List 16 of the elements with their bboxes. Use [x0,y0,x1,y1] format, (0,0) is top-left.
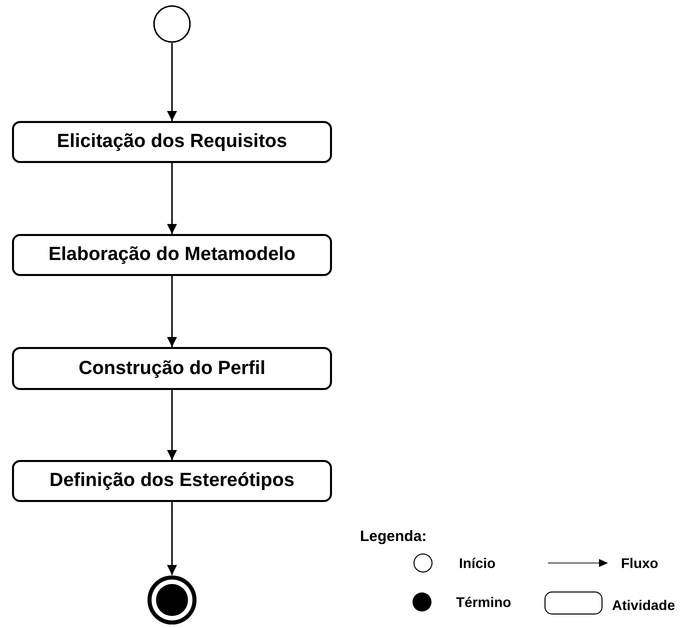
arrow [167,43,177,121]
legend-label: Atividade [612,597,676,613]
arrow [167,390,177,460]
arrow [167,276,177,347]
legend-label: Início [459,555,496,571]
legend-label: Término [456,594,512,610]
activity-box: Elaboração do Metamodelo [12,234,332,276]
activity-box: Definição dos Estereótipos [12,460,332,502]
legend-title: Legenda: [360,528,427,545]
legend-label: Fluxo [621,555,658,571]
activity-box: Construção do Perfil [12,347,332,390]
end-node [147,575,197,625]
arrow [167,502,177,575]
arrow [167,163,177,234]
activity-box: Elicitação dos Requisitos [12,121,332,163]
start-node [153,5,191,43]
